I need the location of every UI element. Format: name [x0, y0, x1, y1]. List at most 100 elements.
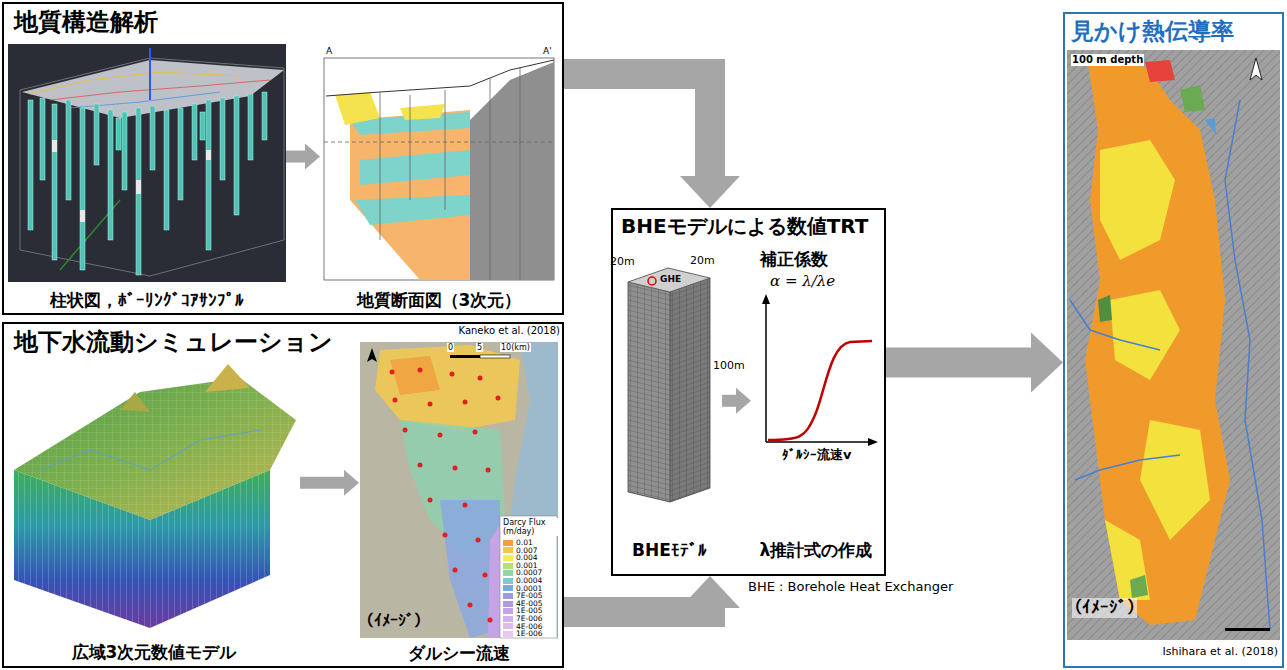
darcy-flux-map-part-part — [443, 533, 448, 538]
bhe-model-block-part — [628, 278, 710, 502]
conductivity-map — [1067, 50, 1280, 640]
borehole-3d-view-part-part — [178, 108, 183, 200]
conductivity-map-part — [1110, 290, 1180, 380]
geological-cross-section — [324, 58, 554, 280]
legend-text: 0.007 — [516, 547, 537, 555]
conductivity-map-part-part — [1070, 300, 1160, 350]
borehole-3d-view-part-part — [40, 98, 45, 180]
conductivity-map-part — [1098, 295, 1112, 322]
bhe-model-block-part — [670, 278, 710, 502]
regional-3d-model-part — [150, 470, 270, 628]
borehole-3d-view-part-part — [52, 140, 57, 152]
borehole-3d-view-part-part — [206, 150, 211, 160]
borehole-3d-view-part-part — [192, 104, 197, 160]
arrow-band — [564, 74, 710, 177]
conductivity-map-part — [1085, 55, 1230, 625]
legend-text: 4E-005 — [516, 600, 543, 608]
arrow-head — [736, 388, 751, 414]
darcy-flux-map-part-part — [473, 430, 478, 435]
borehole-3d-view-part — [8, 44, 286, 282]
image-panel: BHEﾓﾃﾞﾙ — [617, 252, 722, 562]
borehole-3d-view-part — [149, 48, 151, 100]
darcy-flux-map-part-part — [428, 402, 433, 407]
darcy-flux-map-part-part — [428, 498, 433, 503]
conductivity-map-part — [1105, 520, 1150, 600]
conductivity-map-part — [1180, 85, 1205, 112]
geological-cross-section-part-part — [445, 90, 446, 210]
legend-row: 0.0004 — [503, 577, 543, 585]
regional-3d-model — [14, 364, 296, 628]
legend-text: 0.004 — [516, 554, 537, 562]
borehole-3d-view-part — [52, 140, 211, 222]
conductivity-map-part — [1225, 628, 1270, 631]
legend-swatch — [503, 585, 513, 591]
regional-3d-model-part — [205, 364, 250, 392]
darcy-flux-map-part-part — [418, 368, 423, 373]
flow-arrow — [564, 74, 740, 208]
darcy-flux-map-part-part — [450, 372, 455, 377]
borehole-3d-view — [8, 44, 286, 282]
geological-cross-section-part-part — [380, 92, 381, 240]
bhe-model-block-part — [670, 292, 671, 502]
panel-title: 地質構造解析 — [14, 8, 158, 37]
result-panel: 見かけ熱伝導率 — [1063, 12, 1284, 668]
annotation-label: 5 — [476, 343, 483, 352]
legend-row: 7E-005 — [503, 592, 543, 600]
darcy-flux-map-part-part — [478, 376, 483, 381]
borehole-3d-view-part-part — [80, 210, 85, 222]
bhe-model-block-part — [628, 268, 710, 292]
darcy-flux-map-part-part — [463, 503, 468, 508]
correction-graph — [762, 294, 878, 446]
annotation-label: 補正係数 — [760, 250, 828, 270]
legend-row: 0.0007 — [503, 569, 543, 577]
darcy-flux-map-part-part — [393, 398, 398, 403]
annotation-label: （ｲﾒｰｼﾞ） — [1072, 598, 1137, 618]
image-caption: 地質断面図（3次元） — [357, 290, 522, 310]
legend-swatch — [503, 601, 513, 607]
legend-text: 4E-006 — [516, 623, 543, 631]
annotation-label: A' — [543, 46, 552, 56]
borehole-3d-view-part-part — [108, 110, 113, 240]
legend-swatch — [503, 631, 513, 637]
arrow-band — [300, 477, 345, 489]
darcy-flux-map-part — [480, 355, 510, 358]
darcy-flux-map-part-part — [418, 463, 423, 468]
image-caption: BHEﾓﾃﾞﾙ — [632, 540, 707, 560]
borehole-3d-view-part-part — [94, 104, 99, 165]
conductivity-map-part — [1140, 420, 1210, 540]
legend-swatch — [503, 593, 513, 599]
darcy-flux-map-part — [500, 516, 557, 638]
annotation-label: 10(km) — [500, 343, 531, 352]
legend-text: 7E-006 — [516, 615, 543, 623]
annotation-label: 0 — [447, 343, 454, 352]
correction-graph-part — [768, 341, 872, 440]
borehole-3d-view-part-part — [122, 112, 127, 190]
conductivity-map-part — [1067, 50, 1280, 640]
image-panel: 広域3次元数値モデル — [8, 362, 300, 664]
arrow-band — [886, 348, 1032, 378]
regional-3d-model-part — [40, 430, 260, 470]
borehole-3d-view-part — [20, 58, 284, 276]
darcy-flux-map — [360, 342, 558, 638]
panel-title: 地下水流動シミュレーション — [14, 328, 333, 357]
borehole-3d-view-part-part — [150, 106, 155, 170]
legend-swatch — [503, 563, 513, 569]
legend-row: 1E-005 — [503, 607, 543, 615]
legend-text: 1E-005 — [516, 607, 543, 615]
annotation-label: ﾀﾞﾙｼｰ流速v — [782, 448, 851, 463]
flow-arrow — [300, 470, 359, 496]
legend-text: 7E-005 — [516, 592, 543, 600]
darcy-flux-map-part — [360, 342, 558, 638]
legend-swatch — [503, 616, 513, 622]
conductivity-map-part — [1067, 50, 1280, 640]
borehole-3d-view-part — [70, 92, 220, 108]
annotation-label: A — [326, 46, 332, 56]
flow-arrow — [286, 144, 320, 170]
section-panel: 地下水流動シミュレーション広域3次元数値モデルダルシー流速 — [2, 322, 564, 668]
legend-swatch — [503, 555, 513, 561]
darcy-flux-map-part-part — [453, 466, 458, 471]
borehole-3d-view-part-part — [220, 98, 225, 180]
legend-swatch — [503, 547, 513, 553]
darcy-flux-map-part — [375, 345, 520, 430]
arrow-head — [344, 470, 359, 496]
